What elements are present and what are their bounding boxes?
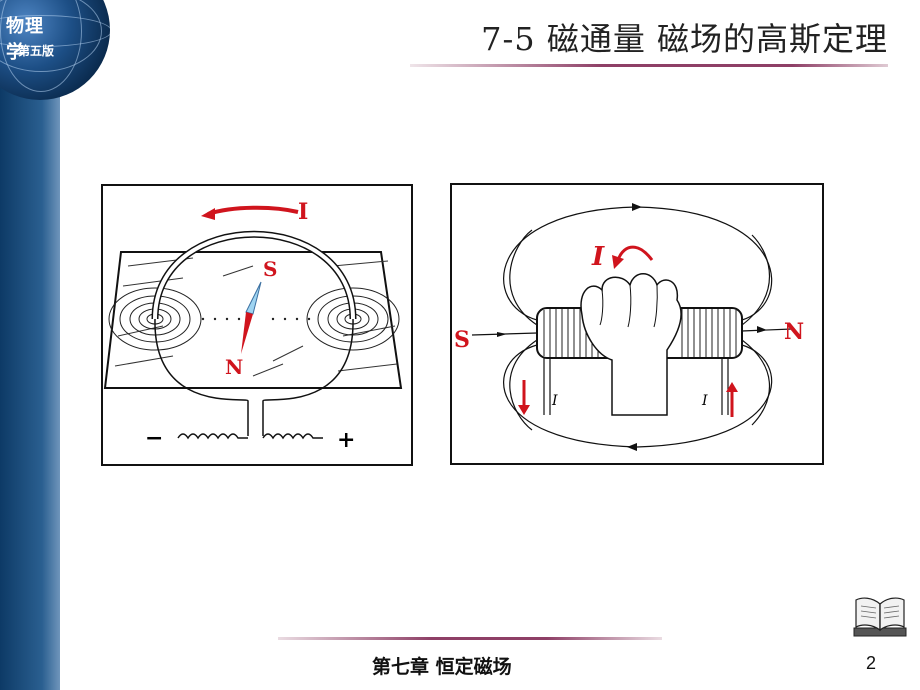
wire-label-left: I bbox=[551, 393, 558, 409]
pole-n-label: N bbox=[225, 355, 243, 379]
field-arrowheads bbox=[497, 203, 767, 451]
book-title: 物理学 bbox=[6, 16, 44, 63]
pole-n-label: N bbox=[784, 319, 804, 345]
wire-label-right: I bbox=[701, 393, 708, 409]
pole-s-label: S bbox=[454, 327, 470, 353]
loop-field-figure: − + I S N bbox=[101, 184, 413, 466]
solenoid-illustration: I I I S N bbox=[454, 203, 804, 451]
coil-right bbox=[262, 433, 323, 440]
wire-lower-right bbox=[262, 318, 354, 402]
current-arrow bbox=[207, 205, 299, 216]
coil-left bbox=[177, 433, 248, 440]
filings-hatching bbox=[114, 257, 398, 377]
globe-logo bbox=[0, 0, 110, 100]
wire-loop-inner bbox=[153, 232, 355, 320]
field-loops-left bbox=[108, 287, 202, 351]
loop-field-illustration: − + I S N bbox=[103, 199, 403, 453]
solenoid-figure: I I I S N bbox=[450, 183, 824, 465]
current-label: I bbox=[298, 199, 308, 225]
chapter-footer: 第七章 恒定磁场 bbox=[372, 656, 512, 678]
board-outline bbox=[103, 251, 403, 389]
center-field-dots bbox=[201, 317, 311, 321]
pole-s-label: S bbox=[263, 257, 277, 281]
title-divider bbox=[410, 64, 888, 67]
slide-title: 7-5 磁通量 磁场的高斯定理 bbox=[481, 20, 888, 58]
wire-lower-left bbox=[154, 318, 249, 402]
sidebar-panel: 物理学 第五版 bbox=[0, 0, 110, 690]
plus-sign: + bbox=[337, 427, 355, 453]
right-hand bbox=[580, 273, 682, 416]
current-label: I bbox=[591, 242, 605, 272]
open-book-icon bbox=[853, 597, 907, 637]
finger-lines bbox=[599, 284, 658, 328]
book-edition: 第五版 bbox=[18, 44, 55, 58]
minus-sign: − bbox=[145, 425, 163, 451]
footer-divider bbox=[278, 637, 662, 640]
compass-north-half bbox=[241, 312, 253, 354]
page-number: 2 bbox=[866, 653, 877, 673]
current-arrow-head bbox=[201, 208, 215, 220]
